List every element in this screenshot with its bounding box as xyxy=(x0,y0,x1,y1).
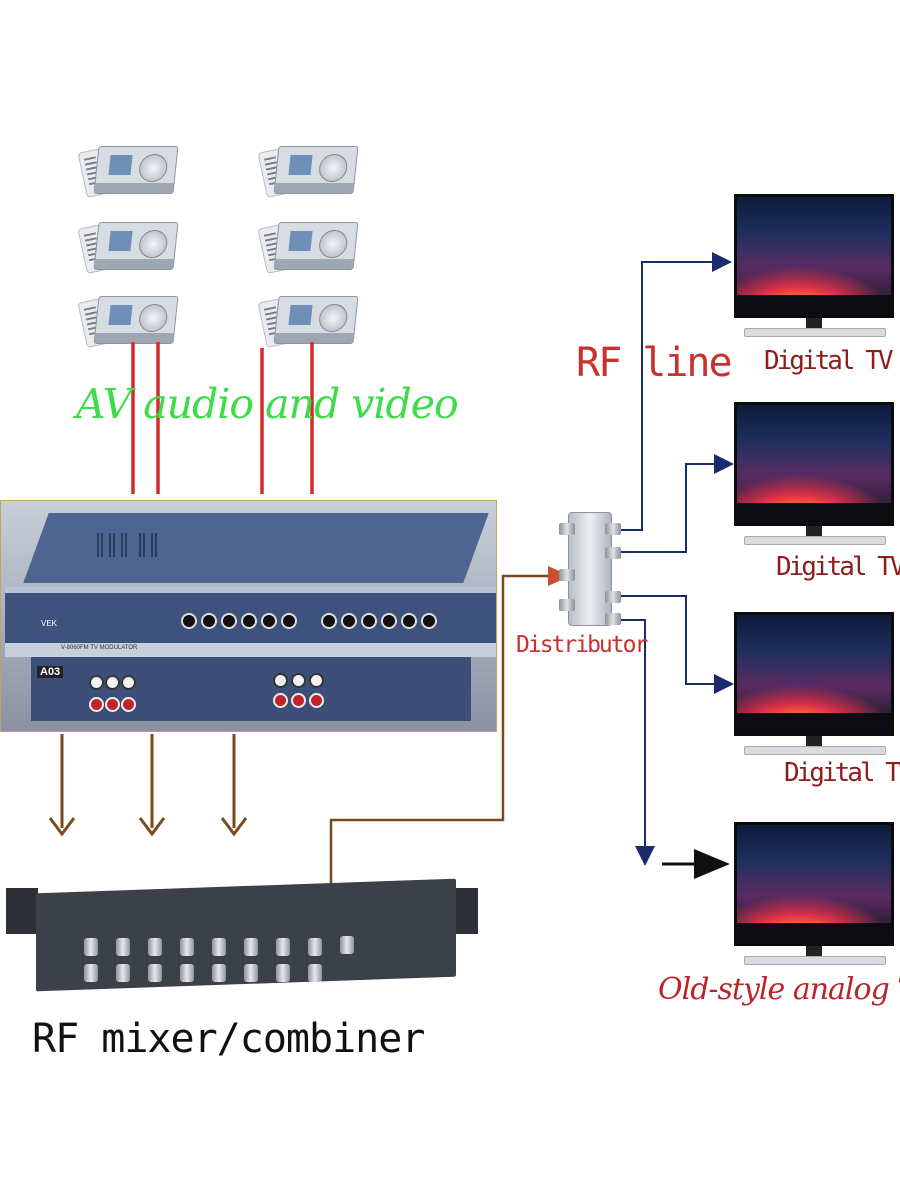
modulator-badge: A03 xyxy=(37,666,64,678)
modulator-model: V-8060FM TV MODULATOR xyxy=(61,645,138,651)
rf-distribution-lines xyxy=(608,252,734,866)
analog-tv-label: Old-style analog TV xyxy=(658,972,900,1007)
rf-line-label: RF line xyxy=(576,340,733,386)
distributor-label: Distributor xyxy=(516,632,648,658)
rf-line-tv3 xyxy=(608,595,734,694)
modulator-brand: VEK xyxy=(41,619,58,628)
modulator-output-arrows xyxy=(48,734,248,837)
av-label: AV audio and video xyxy=(76,380,459,428)
digital-tv-label-2: Digital TV xyxy=(776,552,900,582)
rf-combiner xyxy=(6,878,480,992)
digital-tv-label-1: Digital TV xyxy=(764,346,894,376)
av-cables xyxy=(131,342,314,494)
combiner-label: RF mixer/combiner xyxy=(32,1016,425,1062)
rf-line-tv2 xyxy=(608,454,734,553)
tv-modulator: VEK V-8060FM TV MODULATOR A03 xyxy=(0,500,497,732)
rf-line-tv1 xyxy=(608,252,732,531)
digital-tv-label-3: Digital TV xyxy=(784,758,900,788)
combiner-to-distributor-line xyxy=(329,566,571,940)
rf-distributor xyxy=(559,512,621,626)
